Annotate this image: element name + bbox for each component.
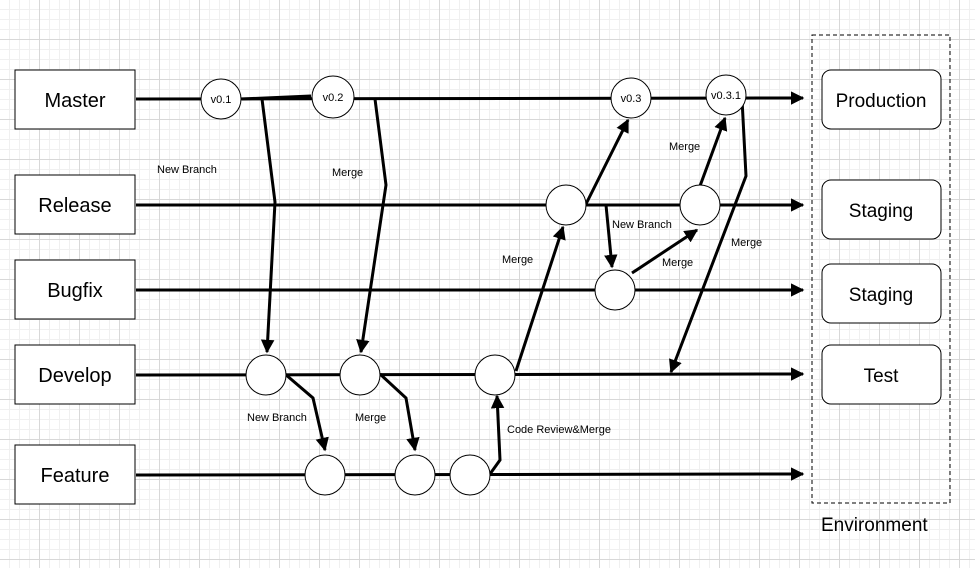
develop-commit-2 [339,354,381,396]
master-commit-v03 [610,77,652,119]
branch-label-feature: Feature [41,465,110,487]
label-merge-develop-release: Merge [502,254,533,266]
branch-box-master [14,69,136,130]
branch-box-release [14,174,136,235]
release-to-bugfix-arrow [604,204,618,269]
label-new-branch-release: New Branch [612,219,672,231]
label-merge-release-v03: Merge [669,141,700,153]
branch-label-master: Master [44,90,105,112]
environment-frame [811,34,951,504]
label-merge-develop-feature: Merge [355,412,386,424]
version-tag-v03: v0.3 [621,93,642,105]
release-commit-1 [545,184,587,226]
develop-to-release-arrow [514,225,566,372]
env-label-production: Production [836,91,927,112]
bugfix-commit [594,269,636,311]
release-to-v031-arrow [698,116,728,187]
branch-box-develop [14,344,136,405]
branch-label-bugfix: Bugfix [47,280,103,302]
commit-nodes [200,74,747,496]
version-tag-v031: v0.3.1 [711,90,741,102]
feature-commit-1 [304,454,346,496]
version-tag-v01: v0.1 [211,94,232,106]
label-merge-bugfix-release: Merge [662,257,693,269]
branch-label-release: Release [38,195,111,217]
master-to-develop-merge-arrow [356,98,388,354]
env-label-staging-bugfix: Staging [849,285,913,306]
release-commit-2 [679,184,721,226]
develop-to-feature-arrow [284,372,329,452]
env-box-staging-release [821,179,942,240]
develop-lane [135,367,805,381]
feature-to-develop-arrow [488,394,505,475]
branch-label-develop: Develop [38,365,111,387]
develop-commit-1 [245,354,287,396]
branch-box-bugfix [14,259,136,320]
master-commit-v01 [200,78,242,120]
label-merge-master-develop: Merge [332,167,363,179]
develop-to-feature-merge-arrow [378,372,420,452]
label-new-branch-master: New Branch [157,164,217,176]
env-label-staging-release: Staging [849,201,913,222]
develop-commit-3 [474,354,516,396]
environment-boxes: Production Staging Staging Test [821,69,942,405]
version-tag-v02: v0.2 [323,92,344,104]
label-merge-v031-develop: Merge [731,237,762,249]
branch-box-feature [14,444,136,505]
feature-commit-3 [449,454,491,496]
bugfix-to-release-arrow [631,228,699,275]
label-code-review-merge: Code Review&Merge [507,424,611,436]
release-to-v03-arrow [584,118,630,205]
version-tags: v0.1 v0.2 v0.3 v0.3.1 [211,90,741,106]
master-to-develop-arrow [260,98,277,354]
master-commit-v031 [705,74,747,116]
env-label-test: Test [864,366,900,387]
label-new-branch-develop: New Branch [247,412,307,424]
flow-arrows [241,94,748,475]
v031-to-develop-arrow [669,98,748,374]
feature-commit-2 [394,454,436,496]
branch-boxes: Master Release Bugfix Develop Feature [14,69,136,505]
edge-labels: New Branch Merge Merge Merge New Branch … [157,141,762,436]
v01-to-v02-link [241,94,312,101]
env-box-production [821,69,942,130]
env-box-test [821,344,942,405]
env-box-staging-bugfix [821,263,942,324]
environment-caption: Environment [821,515,928,536]
master-commit-v02 [311,75,355,119]
